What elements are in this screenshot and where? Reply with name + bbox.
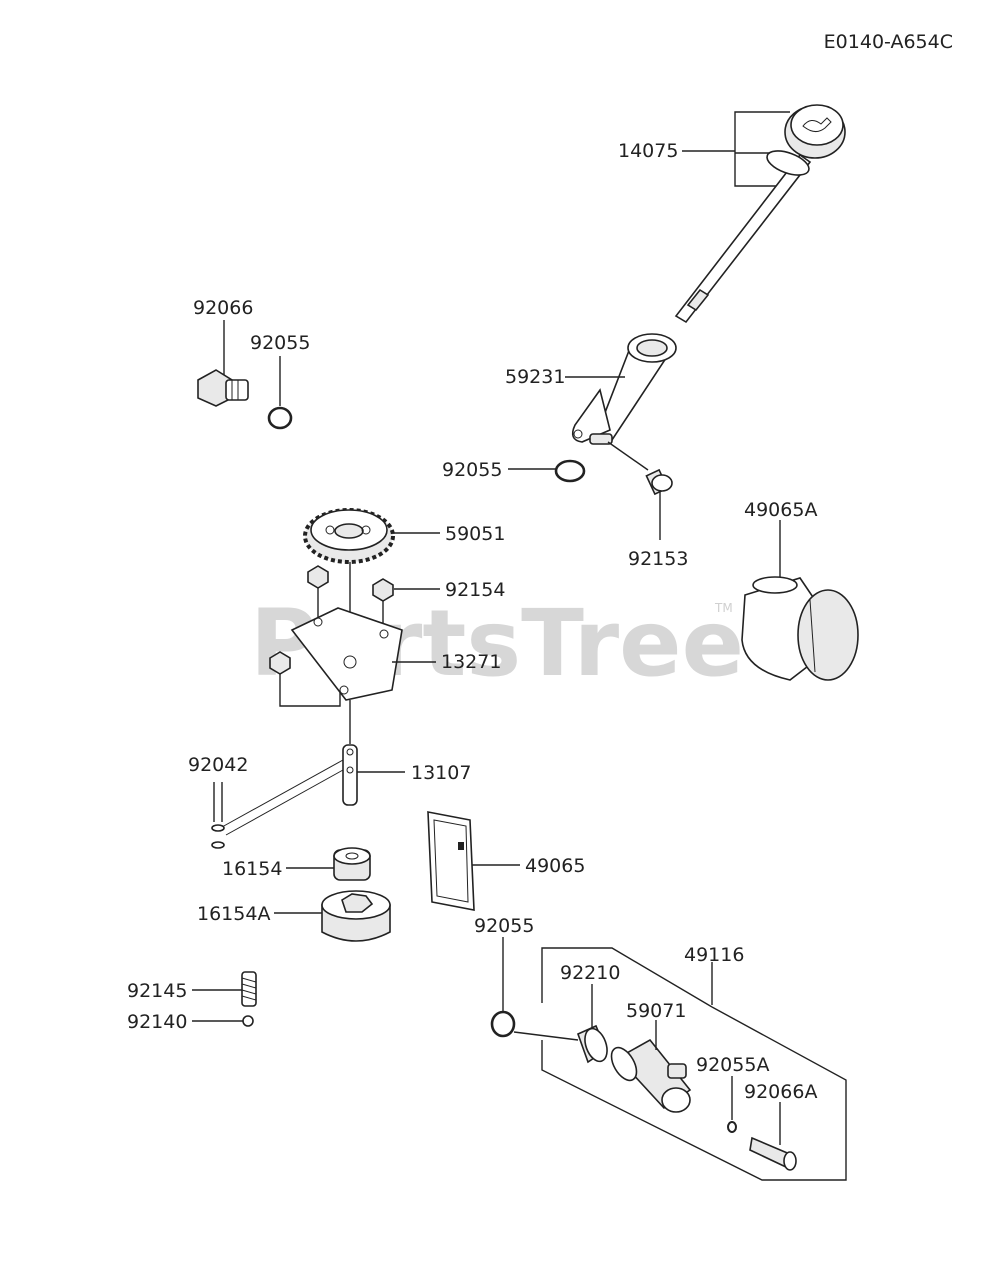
nut-drawing bbox=[576, 984, 608, 1064]
label-92042[interactable]: 92042 bbox=[188, 754, 248, 776]
drain-plug-small-drawing bbox=[749, 1102, 797, 1171]
label-92140[interactable]: 92140 bbox=[127, 1011, 187, 1033]
drain-valve-drawing bbox=[610, 1020, 692, 1113]
inner-rotor-drawing bbox=[286, 847, 371, 881]
pump-plate-drawing bbox=[290, 607, 436, 744]
label-16154A[interactable]: 16154A bbox=[197, 903, 270, 925]
spring-drawing bbox=[192, 971, 257, 1007]
o-ring-small-drawing bbox=[727, 1121, 737, 1133]
label-16154[interactable]: 16154 bbox=[222, 858, 282, 880]
drain-plug-drawing bbox=[197, 320, 249, 407]
label-92055-filler[interactable]: 92055 bbox=[442, 459, 502, 481]
label-92066A[interactable]: 92066A bbox=[744, 1081, 817, 1103]
label-49065[interactable]: 49065 bbox=[525, 855, 585, 877]
o-ring-plug-drawing bbox=[267, 406, 293, 430]
label-92145[interactable]: 92145 bbox=[127, 980, 187, 1002]
label-59071[interactable]: 59071 bbox=[626, 1000, 686, 1022]
pump-shaft-drawing bbox=[211, 744, 405, 849]
label-14075[interactable]: 14075 bbox=[618, 140, 678, 162]
label-59051[interactable]: 59051 bbox=[445, 523, 505, 545]
label-13271[interactable]: 13271 bbox=[441, 651, 501, 673]
label-92055-drain[interactable]: 92055 bbox=[474, 915, 534, 937]
dipstick-cap-drawing bbox=[674, 104, 846, 324]
bolt-drawing bbox=[269, 565, 440, 707]
pump-gear-drawing bbox=[303, 508, 440, 664]
label-92055A[interactable]: 92055A bbox=[696, 1054, 769, 1076]
watermark-trademark: TM bbox=[714, 601, 733, 615]
oil-screen-drawing bbox=[427, 811, 520, 911]
label-92154[interactable]: 92154 bbox=[445, 579, 505, 601]
o-ring-filler-drawing bbox=[554, 459, 586, 483]
label-59231[interactable]: 59231 bbox=[505, 366, 565, 388]
label-92066[interactable]: 92066 bbox=[193, 297, 253, 319]
flange-bolt-drawing bbox=[645, 468, 673, 540]
outer-rotor-drawing bbox=[274, 890, 391, 942]
label-13107[interactable]: 13107 bbox=[411, 762, 471, 784]
label-92055-plug[interactable]: 92055 bbox=[250, 332, 310, 354]
diagram-code: E0140-A654C bbox=[824, 31, 953, 53]
drain-kit-bracket bbox=[541, 947, 847, 1181]
o-ring-drain-drawing bbox=[490, 1010, 516, 1038]
label-49065A[interactable]: 49065A bbox=[744, 499, 817, 521]
ball-drawing bbox=[192, 1015, 254, 1027]
label-92210[interactable]: 92210 bbox=[560, 962, 620, 984]
oil-filler-tube-drawing bbox=[565, 333, 677, 471]
oil-filter-drawing bbox=[741, 520, 859, 681]
label-92153[interactable]: 92153 bbox=[628, 548, 688, 570]
label-49116[interactable]: 49116 bbox=[684, 944, 744, 966]
